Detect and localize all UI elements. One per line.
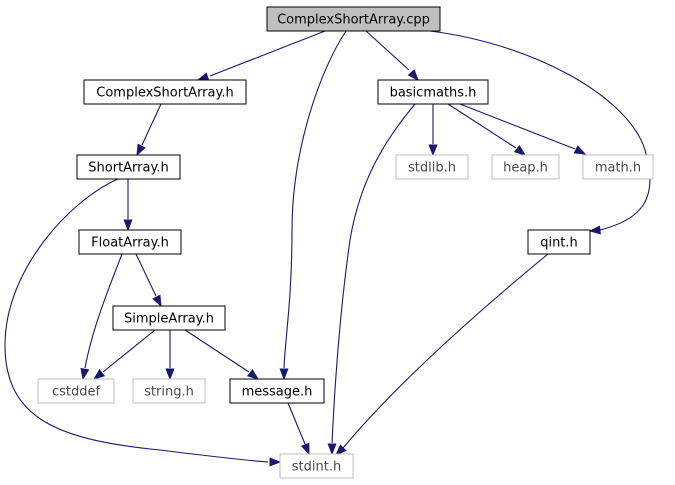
arrowhead-icon <box>80 367 90 381</box>
node-label: stdint.h <box>292 460 341 475</box>
edge-bmh-to-stdlib <box>428 104 438 157</box>
node-sah[interactable]: ShortArray.h <box>76 154 181 180</box>
edge-simple-to-cstddef <box>92 329 156 380</box>
node-label: SimpleArray.h <box>124 312 214 327</box>
node-label: math.h <box>595 161 641 176</box>
node-simple[interactable]: SimpleArray.h <box>112 305 226 331</box>
node-label: ComplexShortArray.cpp <box>277 13 430 28</box>
arrowhead-icon <box>279 368 289 381</box>
edge-line <box>209 30 326 77</box>
edge-root-to-csah <box>196 30 326 81</box>
node-box <box>83 79 247 105</box>
node-box <box>132 378 206 404</box>
node-label: stdlib.h <box>408 161 456 176</box>
node-box <box>377 79 489 105</box>
node-label: heap.h <box>503 161 548 176</box>
edge-bmh-to-stdint <box>327 103 416 456</box>
node-heap: heap.h <box>491 154 560 180</box>
node-stdint: stdint.h <box>279 453 354 479</box>
nodes-layer: ComplexShortArray.cppComplexShortArray.h… <box>37 6 654 479</box>
node-math: math.h <box>582 154 654 180</box>
node-msg[interactable]: message.h <box>229 378 325 404</box>
node-box <box>491 154 560 180</box>
edge-sah-to-stdint <box>4 178 282 467</box>
node-fah[interactable]: FloatArray.h <box>78 229 182 255</box>
edge-line <box>447 103 517 149</box>
arrowhead-icon <box>428 144 438 157</box>
edge-line <box>4 178 269 463</box>
edge-line <box>135 253 157 297</box>
arrowhead-icon <box>588 225 601 235</box>
edge-line <box>283 30 347 369</box>
arrowhead-icon <box>92 368 106 380</box>
node-stdlib: stdlib.h <box>395 154 469 180</box>
node-box <box>112 305 226 331</box>
edge-msg-to-stdint <box>287 402 310 456</box>
arrowhead-icon <box>165 368 175 381</box>
edge-line <box>342 253 549 449</box>
node-box <box>37 378 115 404</box>
arrowhead-icon <box>136 143 146 157</box>
node-box <box>229 378 325 404</box>
edge-line <box>287 402 306 445</box>
edge-simple-to-msg <box>184 329 260 380</box>
node-string: string.h <box>132 378 206 404</box>
edge-sah-to-fah <box>123 179 133 232</box>
edge-bmh-to-heap <box>447 103 527 156</box>
edge-line <box>84 253 123 369</box>
node-label: cstddef <box>52 385 101 400</box>
edge-line <box>459 103 576 150</box>
node-box <box>76 154 181 180</box>
node-bmh[interactable]: basicmaths.h <box>377 79 489 105</box>
node-label: ComplexShortArray.h <box>96 86 233 101</box>
arrowhead-icon <box>327 443 337 456</box>
node-box <box>582 154 654 180</box>
node-qint[interactable]: qint.h <box>527 229 591 255</box>
node-label: message.h <box>242 385 313 400</box>
node-box <box>266 6 441 32</box>
arrowhead-icon <box>573 145 587 155</box>
node-label: FloatArray.h <box>91 236 169 251</box>
arrowhead-icon <box>123 219 133 232</box>
node-label: ShortArray.h <box>88 161 168 176</box>
edge-bmh-to-math <box>459 103 587 155</box>
node-cstddef: cstddef <box>37 378 115 404</box>
edge-line <box>141 103 162 146</box>
edge-simple-to-string <box>165 330 175 381</box>
arrowhead-icon <box>335 444 347 456</box>
edge-fah-to-cstddef <box>80 253 123 381</box>
node-label: qint.h <box>540 236 578 251</box>
edge-csah-to-sah <box>136 103 162 157</box>
node-box <box>279 453 354 479</box>
node-box <box>395 154 469 180</box>
arrowhead-icon <box>246 368 260 380</box>
edges-layer <box>4 30 651 467</box>
edge-line <box>184 329 250 373</box>
arrowhead-icon <box>407 69 419 82</box>
node-label: basicmaths.h <box>390 86 477 101</box>
arrowhead-icon <box>196 72 210 81</box>
arrowhead-icon <box>152 294 162 308</box>
edge-root-to-bmh <box>365 30 419 82</box>
edge-fah-to-simple <box>135 253 162 308</box>
node-box <box>78 229 182 255</box>
arrowhead-icon <box>513 144 527 156</box>
edge-line <box>365 30 410 71</box>
node-box <box>527 229 591 255</box>
edge-qint-to-stdint <box>335 253 549 456</box>
node-root[interactable]: ComplexShortArray.cpp <box>266 6 441 32</box>
edge-line <box>102 329 156 373</box>
node-label: string.h <box>144 385 194 400</box>
edge-line <box>429 30 651 231</box>
edge-root-to-msg <box>279 30 347 381</box>
arrowhead-icon <box>300 442 310 456</box>
arrowhead-icon <box>269 457 282 467</box>
edge-root-to-qint <box>429 30 651 235</box>
node-csah[interactable]: ComplexShortArray.h <box>83 79 247 105</box>
edge-line <box>331 103 416 444</box>
